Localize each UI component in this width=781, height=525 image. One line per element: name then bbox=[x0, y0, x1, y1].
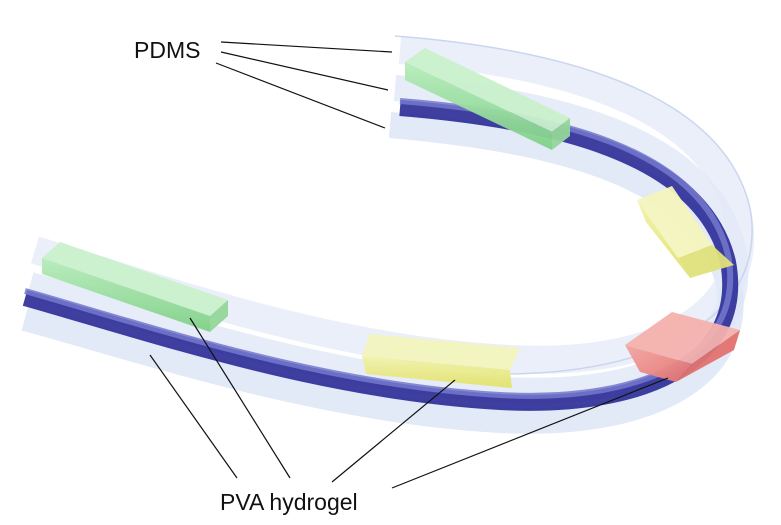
pva-leader-2 bbox=[189, 317, 291, 479]
green-block-top bbox=[405, 48, 570, 150]
pdms-layer-bottom bbox=[21, 112, 744, 434]
pdms-leader-top bbox=[220, 41, 393, 53]
pva-leader-lines bbox=[149, 317, 669, 489]
pdms-label: PDMS bbox=[134, 37, 201, 63]
pdms-leader-lines bbox=[215, 41, 393, 129]
yellow-block-bottom bbox=[362, 334, 520, 388]
yellow-block-right bbox=[637, 186, 734, 278]
red-block bbox=[625, 312, 740, 382]
pdms-leader-middle bbox=[220, 51, 389, 91]
pva-hydrogel-label: PVA hydrogel bbox=[220, 489, 358, 515]
pva-leader-1 bbox=[149, 354, 238, 479]
pva-leader-3 bbox=[331, 379, 456, 483]
pva-leader-4 bbox=[391, 377, 669, 489]
green-block-left bbox=[42, 242, 228, 332]
pdms-leader-bottom bbox=[215, 62, 386, 129]
